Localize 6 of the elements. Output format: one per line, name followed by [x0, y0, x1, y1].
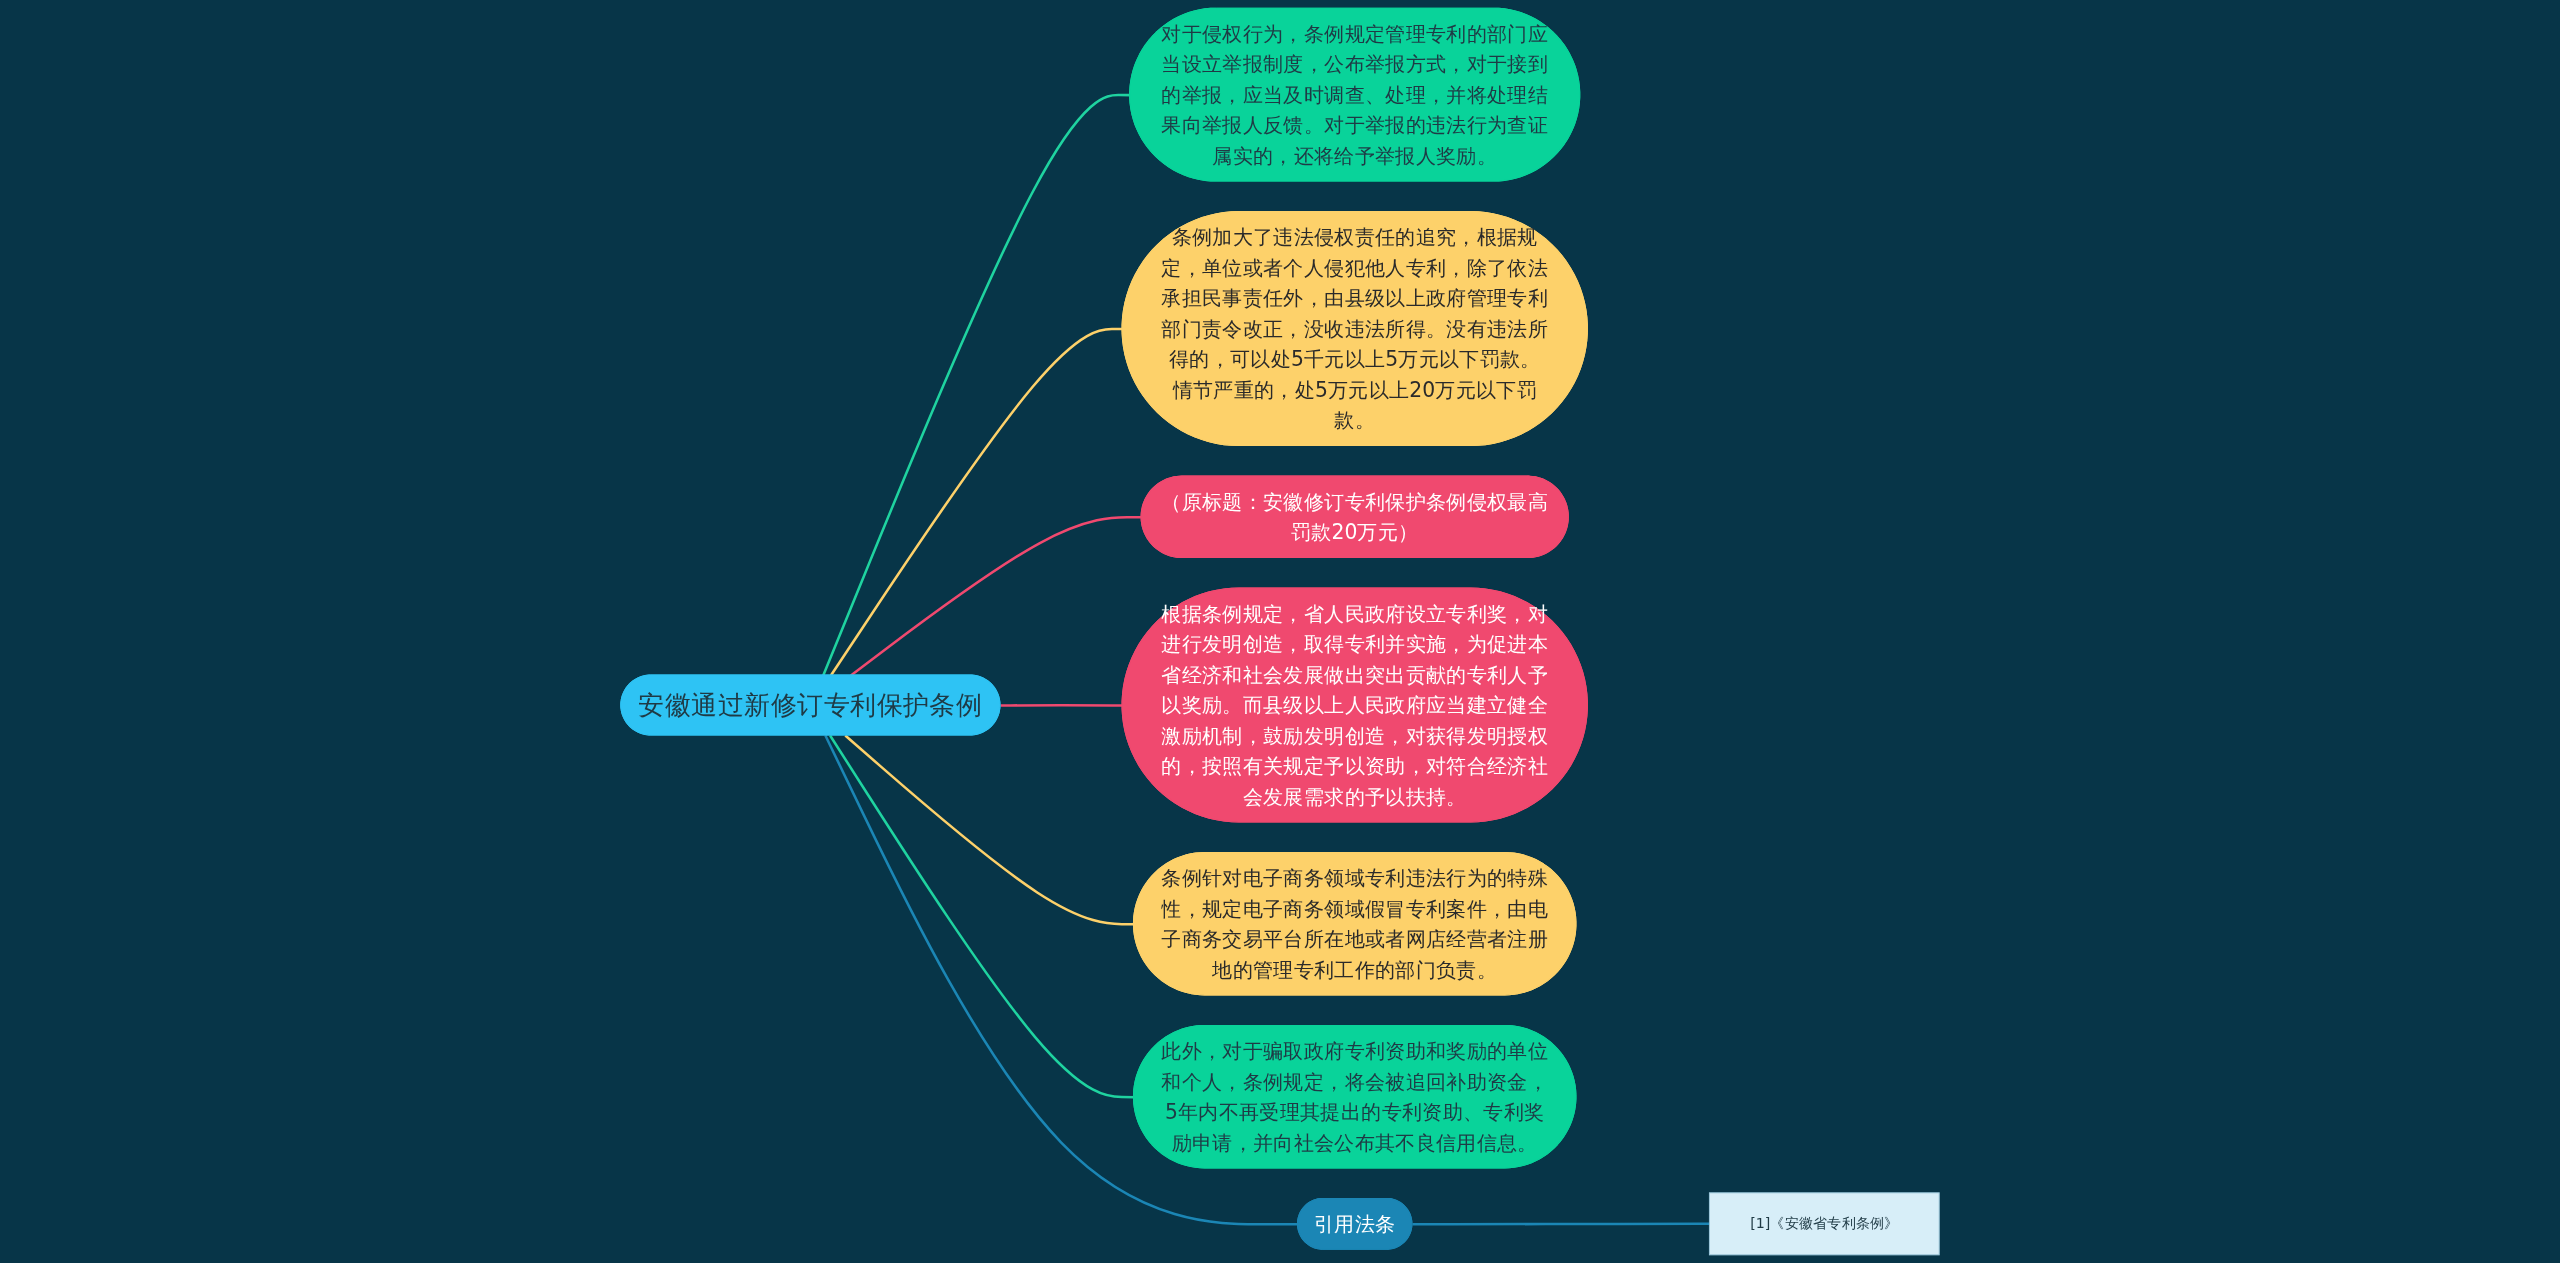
connector — [1000, 703, 1123, 707]
connector — [1412, 1222, 1710, 1226]
connector — [844, 734, 1134, 926]
node-box: [1]《安徽省专利条例》 — [1708, 1192, 1940, 1256]
connector — [829, 734, 1134, 1099]
connector — [824, 734, 1298, 1226]
